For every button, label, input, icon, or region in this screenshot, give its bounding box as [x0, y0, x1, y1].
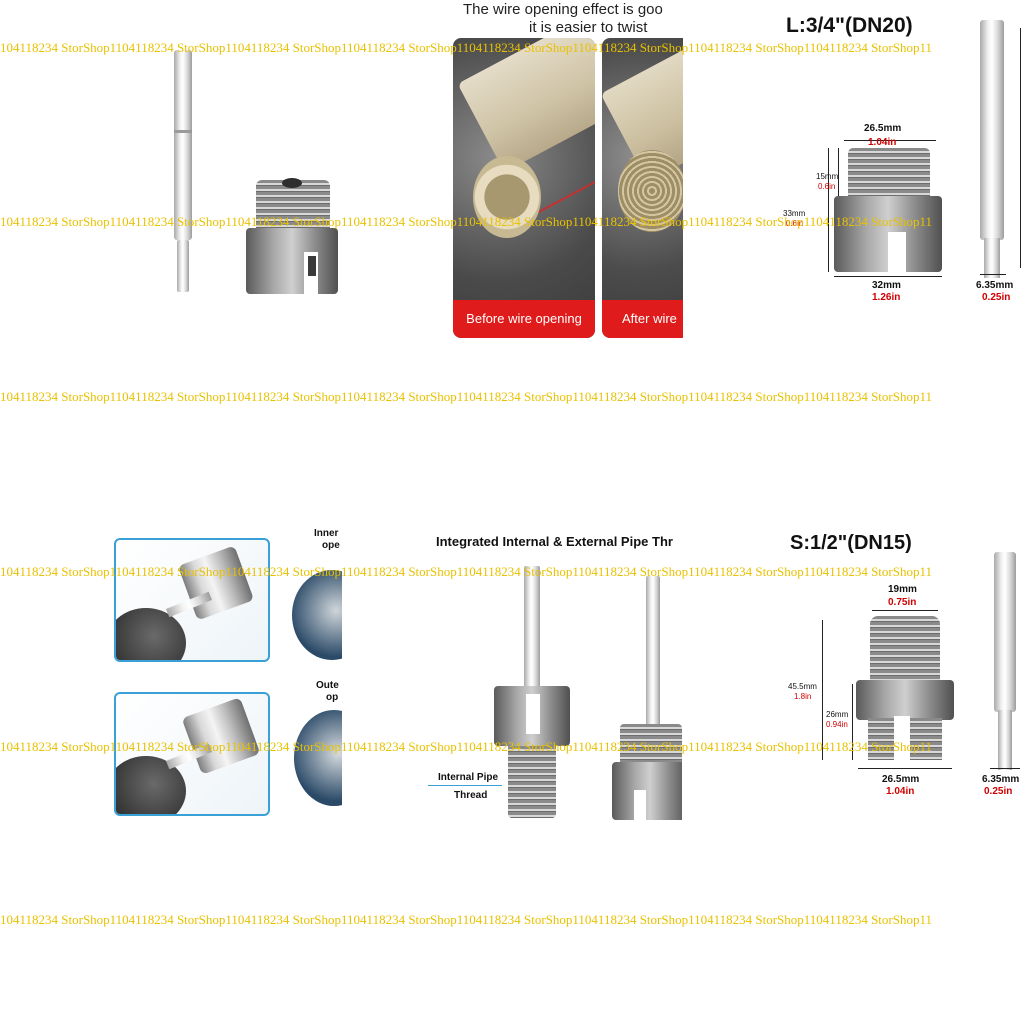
pipe-body [457, 38, 595, 173]
before-photo: Before wire opening [453, 38, 595, 338]
dim-left1-in: 1.8in [794, 692, 812, 701]
die-on-drill [181, 697, 261, 775]
after-photo: After wire [602, 38, 683, 338]
watermark-row: 104118234 StorShop1104118234 StorShop110… [0, 564, 932, 579]
outer-closeup [294, 710, 342, 806]
drive-rod [646, 576, 660, 736]
outer-label-2: op [326, 692, 339, 703]
die-on-drill [177, 545, 255, 621]
die-thread [848, 148, 930, 198]
panel-caption: Integrated Internal & External Pipe Thr [436, 534, 673, 549]
pipe-end-threaded [618, 150, 683, 232]
external-thread [620, 724, 682, 764]
dim-left2-mm: 26mm [826, 710, 849, 719]
watermark-row: 104118234 StorShop1104118234 StorShop110… [0, 389, 932, 404]
size-title: S:1/2"(DN15) [790, 532, 912, 554]
dim-line-left-outer [828, 148, 829, 272]
dim-left2-in: 0.94in [826, 720, 848, 729]
die-body [612, 762, 682, 820]
die-thread [256, 180, 330, 232]
label-thread: Thread [454, 790, 488, 801]
drill-chuck [116, 608, 186, 660]
drive-rod [524, 566, 540, 706]
dim-left1-in: 0.6in [818, 182, 836, 191]
dim-top-mm: 19mm [888, 584, 917, 595]
dim-line-rod [980, 274, 1006, 275]
dim-left1-mm: 15mm [816, 172, 839, 181]
caption-line-2: it is easier to twist [529, 19, 648, 36]
watermark-row: 104118234 StorShop1104118234 StorShop110… [0, 739, 932, 754]
inner-label-2: ope [322, 540, 340, 551]
watermark-row: 104118234 StorShop1104118234 StorShop110… [0, 214, 932, 229]
dim-line-top [872, 610, 938, 611]
dim-line-bottom [858, 768, 952, 769]
die-collar [856, 680, 954, 720]
dim-top-mm: 26.5mm [864, 123, 902, 134]
dim-left1-mm: 45.5mm [788, 682, 817, 691]
die-cage-slot [526, 694, 540, 734]
badge-after: After wire [602, 300, 683, 338]
dim-bottom-mm: 32mm [872, 280, 901, 291]
dim-line-rod [990, 768, 1020, 769]
integrated-thread-panel: Integrated Internal & External Pipe Thr … [428, 528, 682, 828]
dim-rod-mm: 6.35mm [982, 774, 1020, 785]
outer-label-1: Oute [316, 680, 339, 691]
usage-panel: Inner ope Oute op [110, 520, 342, 820]
dim-top-in: 0.75in [888, 597, 917, 608]
dim-line-top [844, 140, 936, 141]
inner-label-1: Inner [314, 528, 339, 539]
dim-left2-in: 0.6in [786, 219, 804, 228]
dim-line-bottom [834, 276, 942, 277]
dim-bottom-in: 1.26in [872, 292, 901, 303]
rod-hex-end [177, 240, 189, 292]
dim-rod-in: 0.25in [982, 292, 1011, 303]
drive-rod [994, 552, 1016, 712]
die-slot [894, 716, 910, 762]
before-after-panel: The wire opening effect is goo it is eas… [445, 0, 683, 342]
size-title: L:3/4"(DN20) [786, 14, 913, 37]
dim-line-left-inner [852, 684, 853, 760]
outer-thread-photo [114, 692, 270, 816]
dim-line-left-inner [838, 148, 839, 196]
inner-closeup [292, 570, 342, 660]
dn15-spec-panel: S:1/2"(DN15) 19mm 0.75in 45.5mm 1.8in 26… [776, 520, 1024, 820]
dim-top-in: 1.04in [868, 137, 897, 148]
rod-groove [174, 130, 192, 133]
dn20-spec-panel: L:3/4"(DN20) 26.5mm 1.04in 15mm 0.6in 33… [776, 0, 1024, 340]
die-slot [634, 790, 646, 820]
label-internal-pipe: Internal Pipe [438, 772, 499, 783]
dim-line-left-outer [822, 620, 823, 760]
die-slot [888, 232, 906, 272]
dim-rod-mm: 6.35mm [976, 280, 1014, 291]
dim-rod-in: 0.25in [984, 786, 1013, 797]
pipe-end [473, 156, 541, 238]
badge-before: Before wire opening [453, 300, 595, 338]
die-thread [870, 616, 940, 684]
dim-bottom-in: 1.04in [886, 786, 915, 797]
dim-left2-mm: 33mm [783, 209, 806, 218]
drive-rod [980, 20, 1004, 240]
caption-line-1: The wire opening effect is goo [463, 1, 663, 18]
die-center-hole [282, 178, 302, 188]
rod-hex-end [998, 710, 1012, 770]
internal-thread [508, 746, 556, 818]
drive-rod [174, 50, 192, 240]
dim-bottom-mm: 26.5mm [882, 774, 920, 785]
die-body [246, 228, 338, 294]
dim-line-rod-height [1020, 28, 1021, 268]
inner-thread-photo [114, 538, 270, 662]
watermark-row: 104118234 StorShop1104118234 StorShop110… [0, 912, 932, 927]
rod-hex-end [984, 238, 1000, 278]
watermark-row: 104118234 StorShop1104118234 StorShop110… [0, 40, 932, 55]
product-photo-panel [100, 0, 340, 340]
label-underline [428, 785, 502, 786]
die-slot-inner [308, 256, 316, 276]
